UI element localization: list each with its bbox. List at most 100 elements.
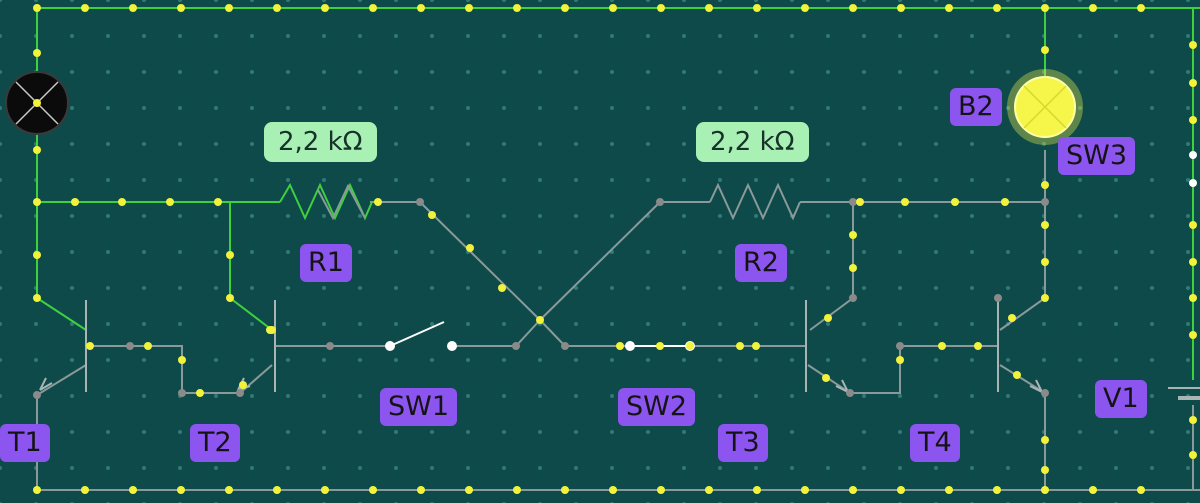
charge-dot [993,486,1001,494]
charge-dot [369,486,377,494]
charge-dot [226,251,234,259]
charge-dot [705,486,713,494]
charge-dot [177,4,185,12]
charge-dot [561,486,569,494]
label-b2[interactable]: B2 [950,88,1002,126]
charge-dot [129,4,137,12]
charge-dot [849,231,857,239]
charge-dot [71,198,79,206]
resistor-r1-value[interactable]: 2,2 kΩ [264,122,377,162]
lamp-on-icon[interactable] [1007,69,1083,145]
charge-dot [901,198,909,206]
charge-dot [1041,486,1049,494]
charge-dot [896,356,904,364]
charge-dot [465,486,473,494]
wire-t1-collector [36,297,87,331]
charge-dot [897,486,905,494]
charge-dot [849,486,857,494]
charge-dot [1001,198,1009,206]
resistor-r1-symbol[interactable] [279,182,373,221]
charge-dot [166,198,174,206]
charge-dot [1041,181,1049,189]
charge-dot [33,294,41,302]
battery-v1-symbol[interactable] [1168,387,1200,400]
charge-dot [33,486,41,494]
charge-dot [178,356,186,364]
charge-dot [177,486,185,494]
label-sw1[interactable]: SW1 [380,388,458,426]
charge-dot [1041,258,1049,266]
label-t1[interactable]: T1 [0,424,50,462]
transistor-t4-symbol [997,300,1043,393]
charge-dot [1041,466,1049,474]
charge-dot [1189,41,1197,49]
wire-t3-emitter [807,345,997,394]
resistor-r2-value[interactable]: 2,2 kΩ [696,122,809,162]
charge-dot [1137,4,1145,12]
charge-dot [1041,4,1049,12]
charge-dot [374,198,382,206]
charge-dot [705,4,713,12]
charge-dot [856,198,864,206]
charge-dot [266,326,274,334]
charge-dot [656,342,664,350]
charge-dot [196,389,204,397]
charge-dot [951,198,959,206]
charge-dot [993,4,1001,12]
label-t3[interactable]: T3 [718,424,768,462]
label-t2[interactable]: T2 [190,424,240,462]
charge-dot [536,316,544,324]
charge-dot [225,486,233,494]
charge-dot [1189,79,1197,87]
charge-dot [417,4,425,12]
label-r1[interactable]: R1 [300,244,352,282]
charge-dot [609,4,617,12]
switch-sw1-symbol[interactable] [385,321,457,351]
charge-dot [561,4,569,12]
charge-dot [1189,294,1197,302]
charge-dot [616,342,624,350]
charge-dot [1189,116,1197,124]
charge-dot [1189,451,1197,459]
label-sw2[interactable]: SW2 [618,388,696,426]
charge-dot [1089,4,1097,12]
charge-dot [118,198,126,206]
charge-dot [1041,436,1049,444]
charge-dot [938,342,946,350]
charge-dot [736,342,744,350]
charge-dot [1008,314,1016,322]
wire-cross-b [539,201,661,321]
resistor-r2-symbol[interactable] [709,182,801,221]
charge-dot [214,198,222,206]
charge-dot [33,251,41,259]
charge-dot [657,4,665,12]
charge-dot [1041,221,1049,229]
charge-dot [801,486,809,494]
charge-dot [81,486,89,494]
switch-sw3-symbol[interactable] [1189,151,1197,187]
lamp-off-icon[interactable] [5,71,69,135]
charge-dot [945,486,953,494]
charge-dot [428,211,436,219]
label-t4[interactable]: T4 [910,424,960,462]
charge-dot [1189,331,1197,339]
current-flow-dots [33,4,1197,494]
charge-dot [513,486,521,494]
charge-dot [897,4,905,12]
label-r2[interactable]: R2 [735,244,787,282]
charge-dot [824,314,832,322]
charge-dot [239,381,247,389]
charge-dot [1041,46,1049,54]
label-sw3[interactable]: SW3 [1058,137,1136,175]
charge-dot [33,4,41,12]
label-v1[interactable]: V1 [1095,380,1147,418]
charge-dot [273,486,281,494]
charge-dot [513,4,521,12]
charge-dot [321,486,329,494]
charge-dot [417,486,425,494]
charge-dot [1189,221,1197,229]
charge-dot [369,4,377,12]
charge-dot [753,4,761,12]
